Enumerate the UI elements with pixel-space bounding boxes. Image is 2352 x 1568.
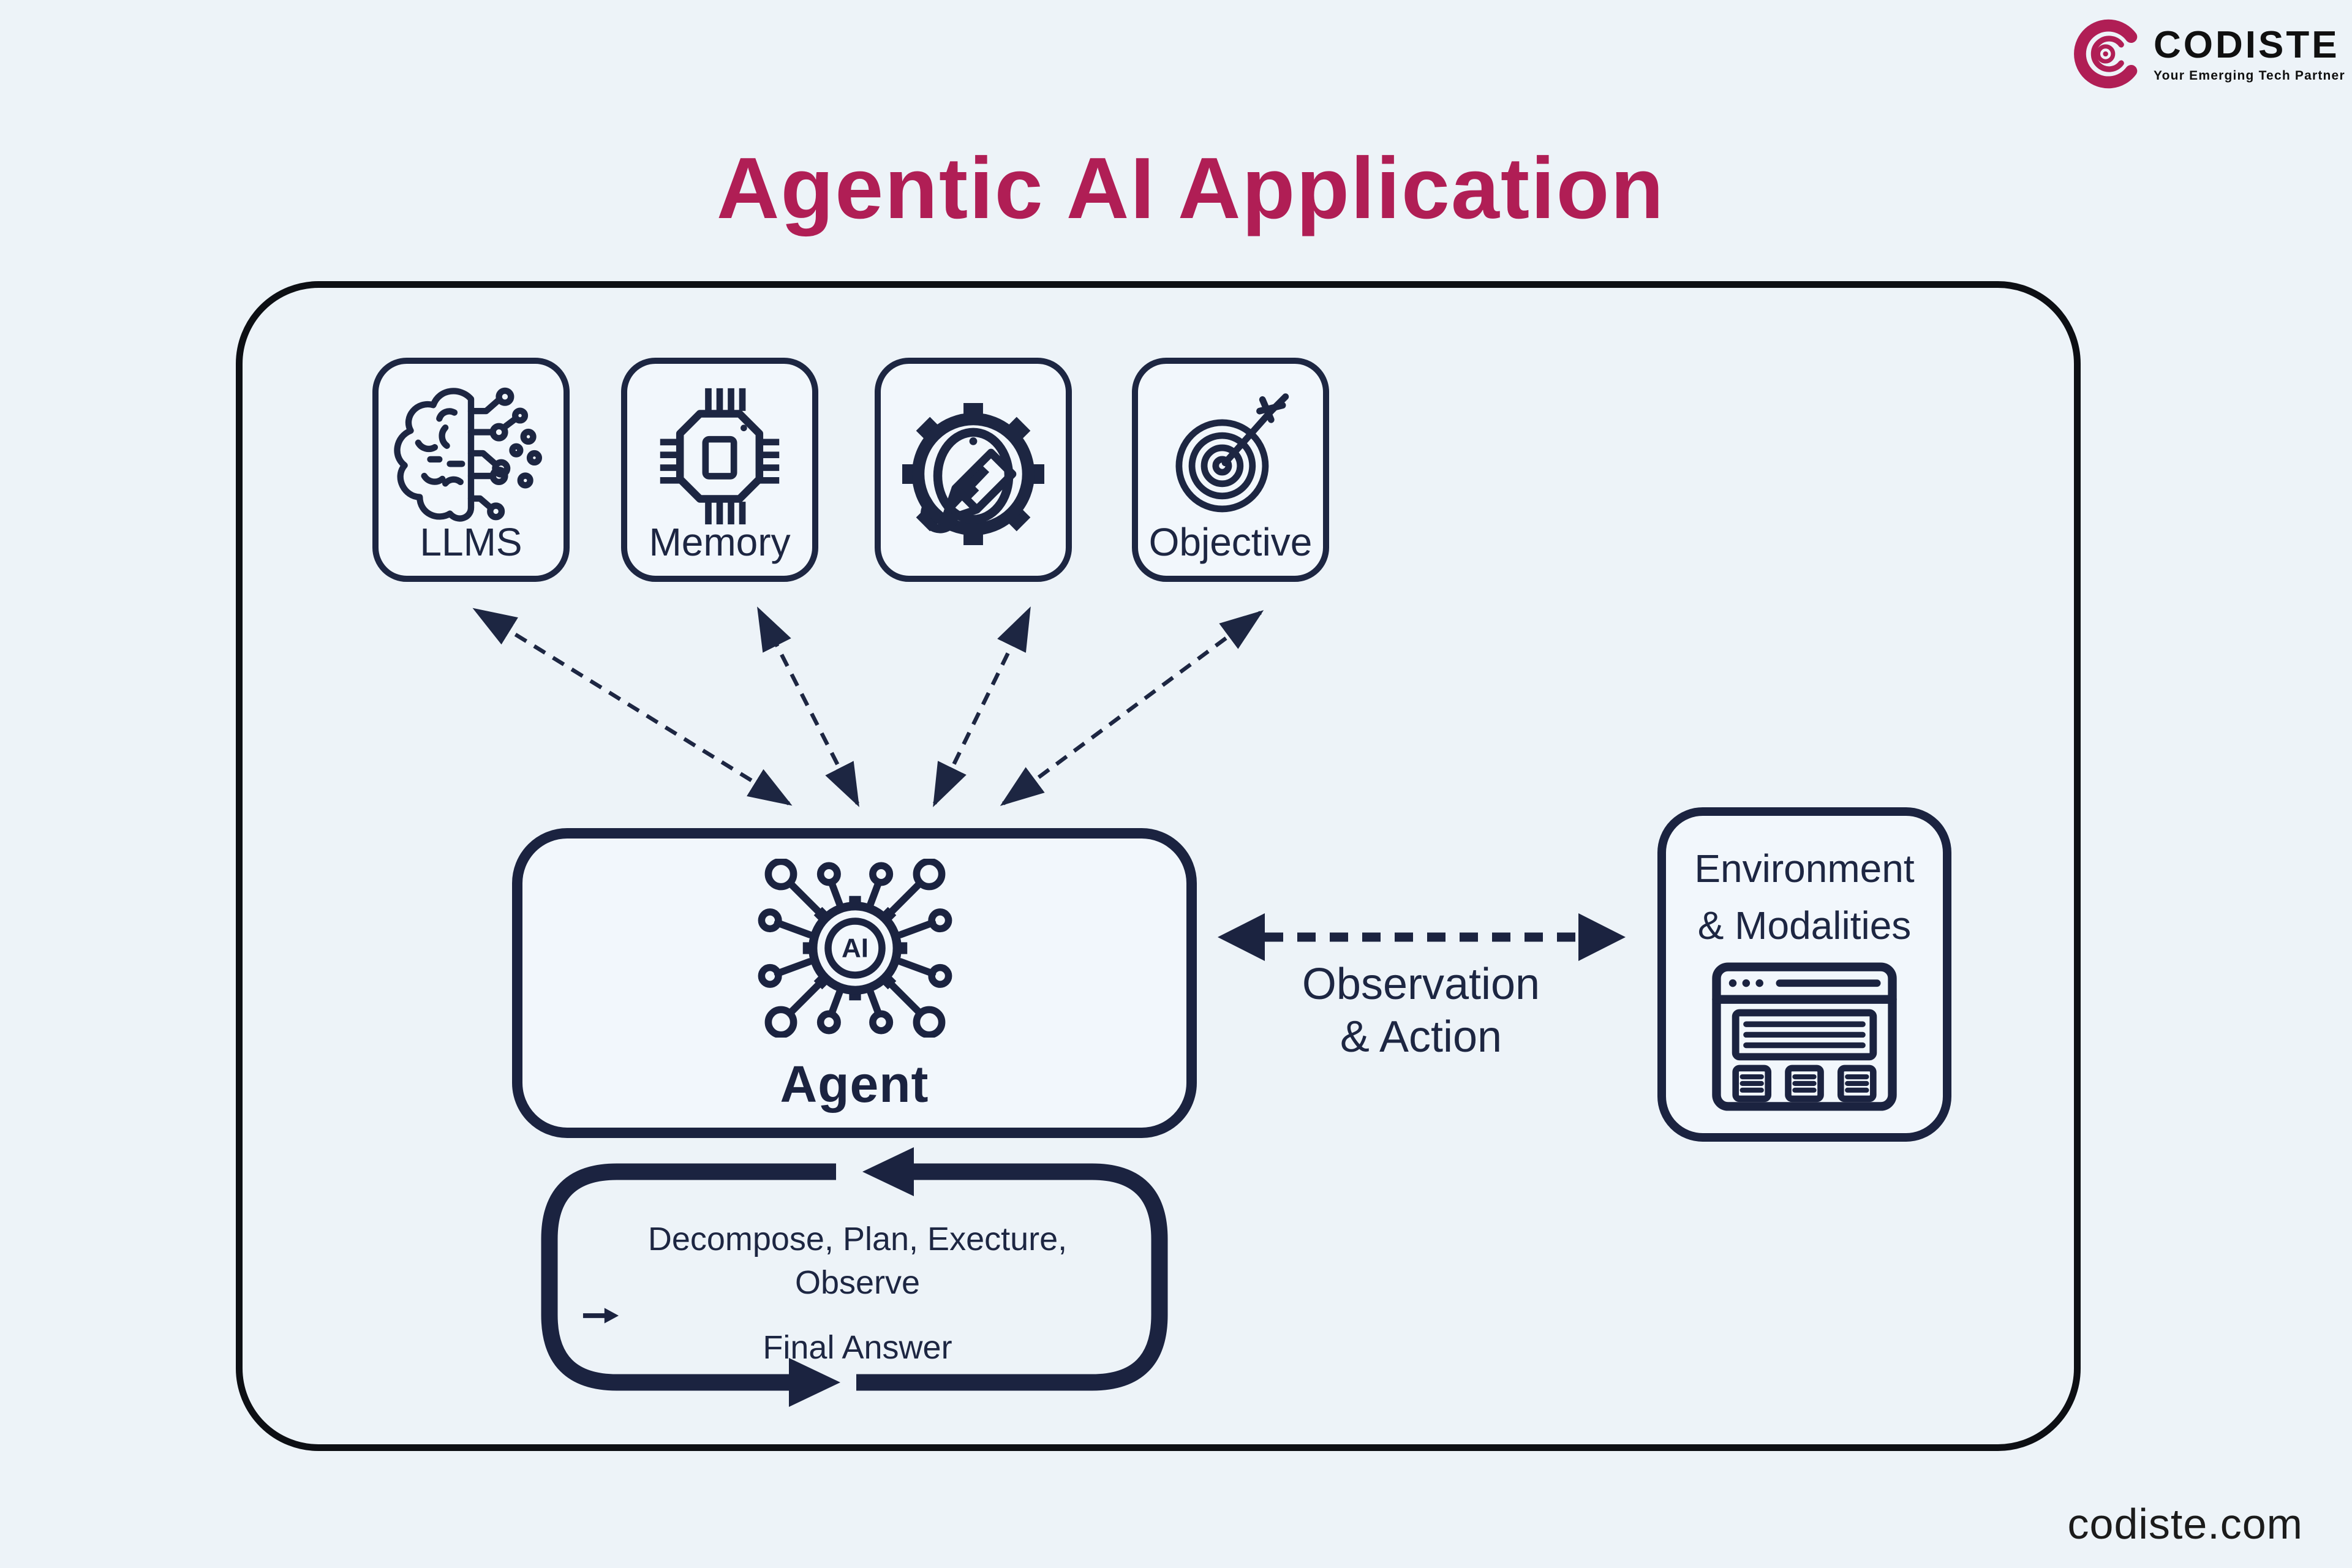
codiste-logo[interactable]: CODISTE Your Emerging Tech Partner <box>2071 18 2345 89</box>
observation-action-label: Observation & Action <box>1243 958 1599 1064</box>
observation-line2: & Action <box>1340 1012 1502 1062</box>
component-box-llms: LLMS <box>372 358 570 582</box>
component-label-memory: Memory <box>649 520 791 564</box>
codiste-logo-text: CODISTE Your Emerging Tech Partner <box>2154 26 2345 82</box>
brain-circuit-icon <box>394 387 543 522</box>
component-box-tools <box>875 358 1072 582</box>
diagram-container <box>236 281 2081 1451</box>
loop-label: Decompose, Plan, Execture, Observe Final… <box>576 1218 1139 1370</box>
page-title: Agentic AI Application <box>716 140 1665 237</box>
codiste-logo-name: CODISTE <box>2154 23 2340 66</box>
loop-line2-right: Final Answer <box>763 1329 952 1366</box>
agent-environment-arrow <box>1218 913 1626 961</box>
component-label-llms: LLMS <box>420 520 522 564</box>
ai-network-icon: AI <box>758 859 952 1038</box>
environment-line1: Environment <box>1694 846 1915 891</box>
component-box-objective: Objective <box>1132 358 1329 582</box>
agent-to-components-arrows <box>472 606 1264 807</box>
agent-chip-text: AI <box>842 933 869 963</box>
environment-line2: & Modalities <box>1697 903 1912 948</box>
observation-line1: Observation <box>1302 960 1540 1009</box>
loop-line2: Observe Final Answer <box>576 1261 1139 1370</box>
agent-loop-arrows <box>541 1147 1168 1407</box>
component-label-objective: Objective <box>1148 520 1313 564</box>
gear-wrench-icon <box>902 403 1044 545</box>
browser-window-icon <box>1712 962 1897 1111</box>
environment-label: Environment & Modalities <box>1664 840 1945 954</box>
loop-line1: Decompose, Plan, Execture, <box>647 1221 1068 1257</box>
loop-line2-left: Observe <box>794 1264 921 1302</box>
memory-chip-icon <box>660 388 780 525</box>
environment-box <box>1657 807 1951 1142</box>
right-arrow-icon <box>582 1307 619 1324</box>
footer-website-link[interactable]: codiste.com <box>2067 1500 2303 1548</box>
agent-label: Agent <box>780 1055 929 1113</box>
codiste-logo-icon <box>2074 19 2138 89</box>
component-box-memory: Memory <box>621 358 818 582</box>
codiste-logo-tagline: Your Emerging Tech Partner <box>2154 68 2345 83</box>
target-arrow-icon <box>1175 393 1289 513</box>
